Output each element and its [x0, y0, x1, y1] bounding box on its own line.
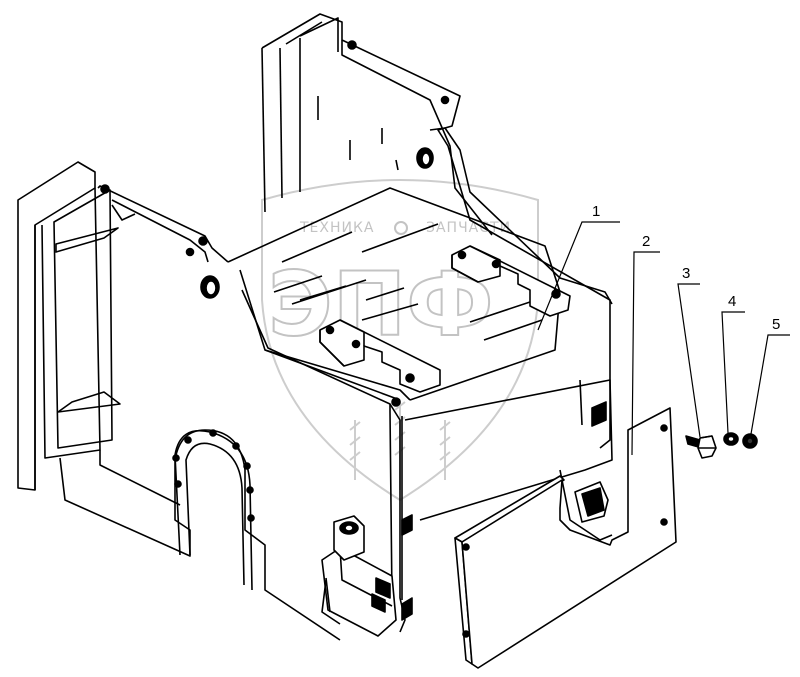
watermark-left-word: ТЕХНИКА [299, 220, 375, 236]
callout-labels: 1 2 3 4 5 [592, 203, 780, 333]
gear-icon [394, 221, 408, 235]
callout-5: 5 [772, 316, 780, 333]
leader-5 [750, 334, 790, 435]
callout-4: 4 [728, 293, 736, 310]
callout-1: 1 [592, 203, 600, 220]
leader-1 [537, 221, 620, 331]
callout-3: 3 [682, 265, 690, 282]
leader-3 [677, 283, 701, 438]
leader-4 [721, 311, 745, 434]
leader-2 [631, 251, 660, 456]
callout-2: 2 [642, 233, 650, 250]
housing-frame [17, 13, 758, 669]
callout-leaders [537, 221, 790, 456]
